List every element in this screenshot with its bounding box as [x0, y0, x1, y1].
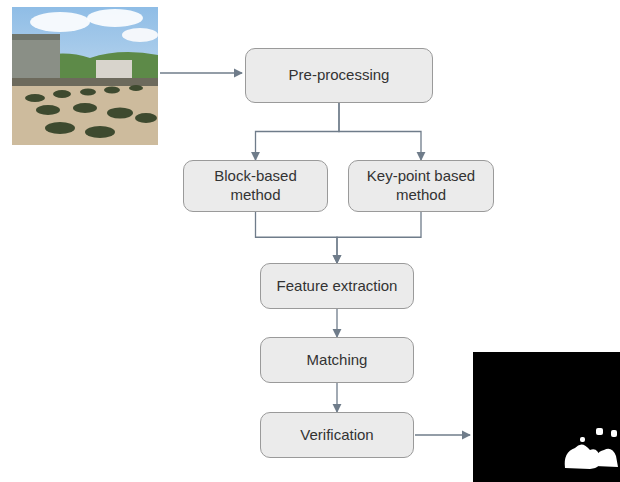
- photo-tank: [25, 94, 45, 102]
- photo-tank: [104, 87, 120, 94]
- box-label: Block-based method: [196, 167, 315, 205]
- box-label: Pre-processing: [289, 66, 390, 85]
- photo-sky: [12, 7, 158, 145]
- photo-building-roof: [12, 34, 60, 40]
- flow-arrow: [336, 383, 337, 412]
- photo-crowd: [12, 78, 158, 86]
- photo-tank: [53, 90, 71, 98]
- method-box: Block-based method: [183, 160, 328, 212]
- flow-arrow: [339, 103, 421, 160]
- output-arrow: [415, 434, 470, 435]
- mask-ground: [473, 352, 620, 482]
- process-box: Verification: [260, 412, 414, 458]
- photo-tank: [85, 126, 115, 138]
- photo-building: [12, 38, 60, 82]
- photo-tank: [73, 103, 97, 113]
- photo-building: [96, 60, 132, 78]
- output-mask: [473, 352, 620, 482]
- photo-cloud: [30, 12, 90, 32]
- flow-arrow: [256, 212, 338, 264]
- mask-blob: [596, 428, 603, 435]
- box-label: Matching: [307, 351, 368, 370]
- input-photo: [12, 7, 158, 145]
- photo-cloud: [122, 28, 158, 42]
- process-box: Feature extraction: [260, 263, 414, 309]
- box-label: Verification: [300, 426, 373, 445]
- photo-tank: [135, 113, 157, 123]
- mask-blob: [580, 437, 585, 442]
- flow-arrow: [337, 212, 421, 264]
- photo-tanks: [25, 85, 157, 138]
- box-label: Feature extraction: [277, 277, 398, 296]
- process-box: Pre-processing: [245, 48, 433, 103]
- photo-ground: [12, 80, 158, 145]
- photo-tank: [107, 108, 133, 119]
- flow-arrow: [256, 103, 340, 160]
- process-box: Matching: [260, 337, 414, 383]
- input-arrow: [160, 72, 242, 73]
- photo-tank: [80, 89, 96, 96]
- method-box: Key-point based method: [348, 160, 494, 212]
- photo-tank: [129, 85, 143, 91]
- photo-tank: [45, 122, 75, 134]
- photo-tank: [36, 105, 60, 115]
- mask-blob: [565, 444, 601, 469]
- box-label: Key-point based method: [361, 167, 481, 205]
- mask-blob: [611, 430, 617, 437]
- mask-blob: [595, 449, 618, 467]
- photo-cloud: [87, 9, 143, 27]
- flow-arrow: [336, 309, 337, 337]
